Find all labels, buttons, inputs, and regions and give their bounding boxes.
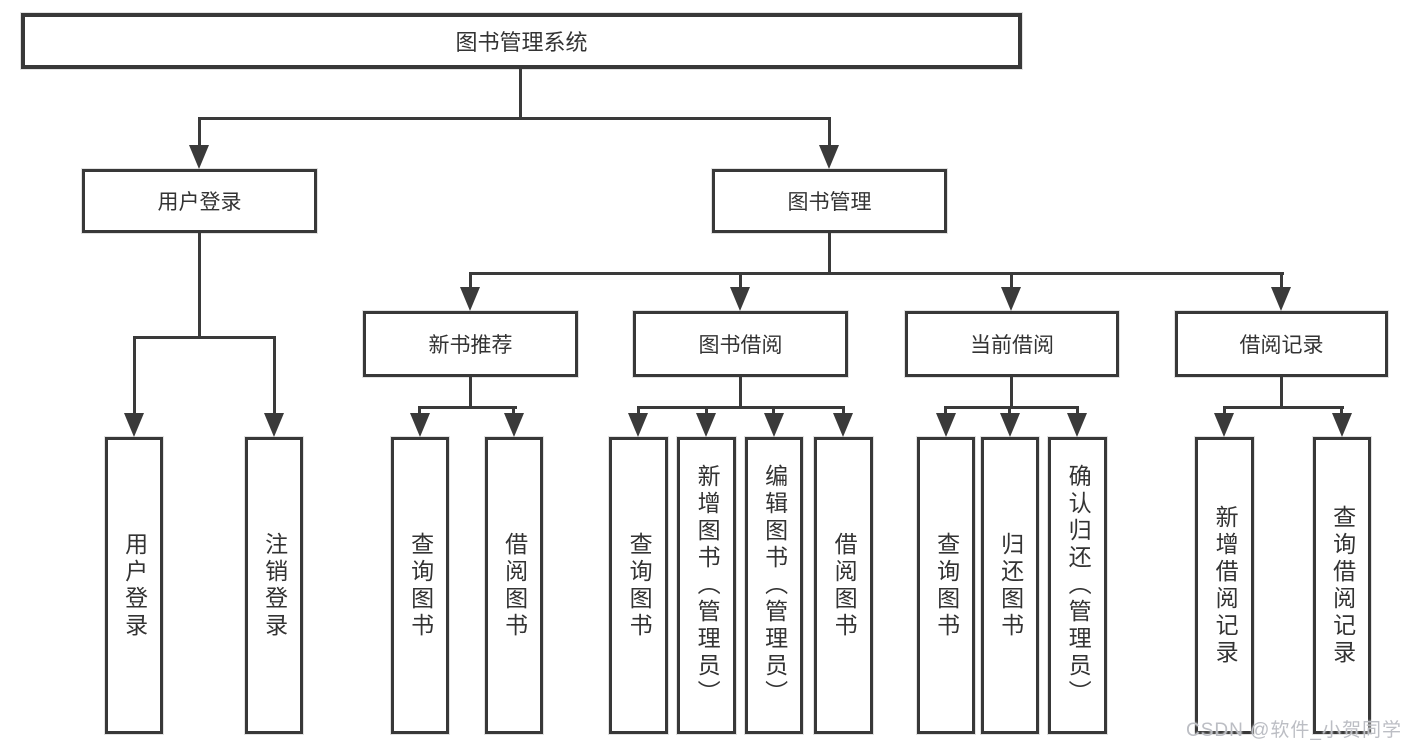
node-book-management-system: 图书管理系统 bbox=[21, 13, 1022, 69]
arrowhead-icon bbox=[410, 413, 430, 437]
node-label: 查询图书 bbox=[933, 531, 960, 640]
arrowhead-icon bbox=[124, 413, 144, 437]
node-label: 新增图书（管理员） bbox=[694, 464, 721, 707]
connector-line bbox=[418, 406, 517, 409]
arrowhead-icon bbox=[833, 413, 853, 437]
arrowhead-icon bbox=[764, 413, 784, 437]
arrowhead-icon bbox=[1214, 413, 1234, 437]
arrowhead-icon bbox=[819, 145, 839, 169]
node-label: 图书管理 bbox=[787, 191, 872, 214]
arrowhead-icon bbox=[730, 287, 750, 311]
node-book-borrowing: 图书借阅 bbox=[633, 311, 848, 377]
connector-line bbox=[1076, 406, 1079, 417]
node-label: 编辑图书（管理员） bbox=[761, 464, 788, 707]
connector-line bbox=[1280, 377, 1283, 408]
leaf-current-return-books: 归还图书 bbox=[981, 437, 1039, 734]
connector-line bbox=[1340, 406, 1343, 417]
node-label: 查询借阅记录 bbox=[1329, 504, 1356, 667]
connector-line bbox=[469, 272, 1284, 275]
connector-line bbox=[469, 272, 472, 289]
connector-line bbox=[198, 233, 201, 338]
node-label: 图书管理系统 bbox=[455, 30, 588, 55]
node-book-management-branch: 图书管理 bbox=[712, 169, 947, 233]
connector-line bbox=[842, 406, 845, 417]
leaf-borrow-query-books: 查询图书 bbox=[609, 437, 668, 734]
connector-line bbox=[772, 406, 775, 417]
leaf-recommend-borrow-books: 借阅图书 bbox=[485, 437, 543, 734]
node-label: 借阅图书 bbox=[501, 531, 528, 640]
node-label: 注销登录 bbox=[261, 531, 288, 640]
node-label: 当前借阅 bbox=[970, 334, 1054, 357]
node-current-borrowing: 当前借阅 bbox=[905, 311, 1119, 377]
arrowhead-icon bbox=[189, 145, 209, 169]
connector-line bbox=[944, 406, 947, 417]
leaf-records-query-record: 查询借阅记录 bbox=[1313, 437, 1371, 734]
arrowhead-icon bbox=[1332, 413, 1352, 437]
connector-line bbox=[519, 69, 522, 119]
arrowhead-icon bbox=[628, 413, 648, 437]
arrowhead-icon bbox=[460, 287, 480, 311]
connector-line bbox=[637, 406, 640, 417]
node-label: 新增借阅记录 bbox=[1212, 504, 1239, 667]
connector-line bbox=[828, 117, 831, 147]
arrowhead-icon bbox=[936, 413, 956, 437]
connector-line bbox=[1223, 406, 1226, 417]
leaf-borrow-borrow-books: 借阅图书 bbox=[814, 437, 873, 734]
leaf-logout: 注销登录 bbox=[245, 437, 303, 734]
connector-line bbox=[133, 336, 276, 339]
leaf-borrow-add-books-admin: 新增图书（管理员） bbox=[677, 437, 736, 734]
connector-line bbox=[1280, 272, 1283, 289]
connector-line bbox=[273, 336, 276, 416]
connector-line bbox=[828, 233, 831, 274]
connector-line bbox=[1010, 377, 1013, 408]
node-user-login-branch: 用户登录 bbox=[82, 169, 317, 233]
node-borrowing-records: 借阅记录 bbox=[1175, 311, 1388, 377]
connector-line bbox=[198, 117, 201, 147]
connector-line bbox=[1008, 406, 1011, 417]
node-label: 查询图书 bbox=[407, 531, 434, 640]
node-label: 新书推荐 bbox=[428, 334, 513, 357]
leaf-current-confirm-return-admin: 确认归还（管理员） bbox=[1048, 437, 1107, 734]
node-label: 借阅记录 bbox=[1239, 334, 1324, 357]
arrowhead-icon bbox=[696, 413, 716, 437]
node-new-book-recommend: 新书推荐 bbox=[363, 311, 578, 377]
connector-line bbox=[512, 406, 515, 417]
arrowhead-icon bbox=[1001, 287, 1021, 311]
connector-line bbox=[944, 406, 1079, 409]
node-label: 用户登录 bbox=[157, 191, 242, 214]
connector-line bbox=[637, 406, 845, 409]
connector-line bbox=[133, 336, 136, 416]
connector-line bbox=[1010, 272, 1013, 289]
leaf-borrow-edit-books-admin: 编辑图书（管理员） bbox=[745, 437, 803, 734]
arrowhead-icon bbox=[1067, 413, 1087, 437]
connector-line bbox=[198, 117, 831, 120]
node-label: 归还图书 bbox=[997, 531, 1024, 640]
arrowhead-icon bbox=[1000, 413, 1020, 437]
leaf-recommend-query-books: 查询图书 bbox=[391, 437, 449, 734]
leaf-current-query-books: 查询图书 bbox=[917, 437, 975, 734]
arrowhead-icon bbox=[264, 413, 284, 437]
connector-line bbox=[1223, 406, 1344, 409]
leaf-user-login: 用户登录 bbox=[105, 437, 163, 734]
node-label: 用户登录 bbox=[121, 531, 148, 640]
arrowhead-icon bbox=[1271, 287, 1291, 311]
connector-line bbox=[739, 377, 742, 408]
connector-line bbox=[418, 406, 421, 417]
arrowhead-icon bbox=[504, 413, 524, 437]
node-label: 确认归还（管理员） bbox=[1065, 464, 1092, 707]
connector-line bbox=[739, 272, 742, 289]
node-label: 借阅图书 bbox=[831, 531, 858, 640]
csdn-watermark: CSDN @软件_小贺同学 bbox=[1186, 720, 1402, 741]
connector-line bbox=[705, 406, 708, 417]
connector-line bbox=[469, 377, 472, 408]
node-label: 图书借阅 bbox=[698, 334, 783, 357]
leaf-records-add-record: 新增借阅记录 bbox=[1195, 437, 1254, 734]
node-label: 查询图书 bbox=[626, 531, 653, 640]
